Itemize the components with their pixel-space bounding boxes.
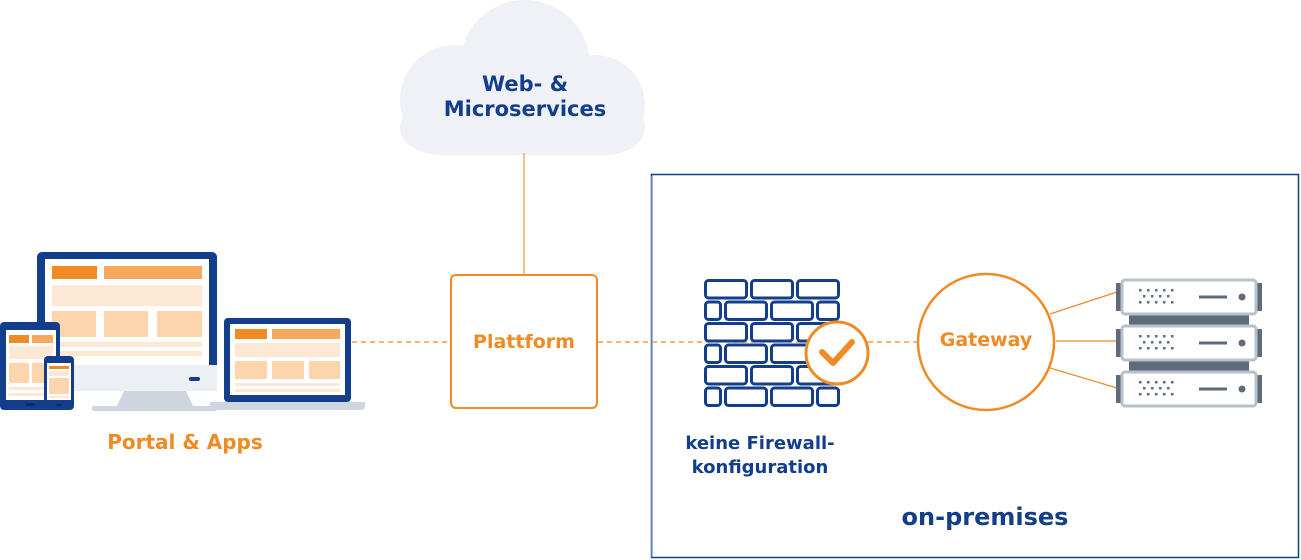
server-vent [1163, 393, 1166, 396]
server-unit [1120, 278, 1258, 316]
server-vent [1155, 289, 1158, 292]
brick [704, 343, 722, 364]
brick [724, 300, 768, 321]
platform-box [450, 274, 598, 409]
cloud-label-line1: Web- & [481, 72, 569, 96]
brick [816, 300, 840, 321]
server-unit [1120, 370, 1258, 408]
server-vent [1171, 347, 1174, 350]
firewall-label-line2: konfiguration [691, 457, 829, 478]
server-vent [1171, 289, 1174, 292]
server-vent [1139, 347, 1142, 350]
server-vent [1139, 289, 1142, 292]
server-vent [1163, 301, 1166, 304]
server-vent [1147, 393, 1150, 396]
server-vent [1171, 381, 1174, 384]
server-vent [1171, 301, 1174, 304]
server-vent [1147, 335, 1150, 338]
server-ear-right [1257, 375, 1262, 403]
checkmark-badge [804, 320, 870, 386]
brick [704, 322, 748, 343]
brick [704, 386, 722, 407]
server-vent [1139, 301, 1142, 304]
brick [770, 300, 814, 321]
brick [750, 365, 794, 386]
brick [816, 386, 840, 407]
server-unit [1120, 324, 1258, 362]
server-led [1238, 385, 1246, 393]
server-vent [1163, 347, 1166, 350]
brick [724, 343, 768, 364]
laptop-icon [210, 318, 365, 410]
server-vent [1147, 301, 1150, 304]
server-vent [1155, 393, 1158, 396]
server-vent [1151, 341, 1154, 344]
server-slot [1199, 295, 1227, 299]
server-vent [1159, 387, 1162, 390]
server-vent [1159, 341, 1162, 344]
server-slot [1199, 341, 1227, 345]
server-vent [1163, 335, 1166, 338]
brick [704, 300, 722, 321]
brick [724, 386, 768, 407]
server-vent [1147, 347, 1150, 350]
server-vent [1155, 381, 1158, 384]
server-ear-left [1116, 283, 1121, 311]
server-vent [1171, 335, 1174, 338]
server-vent [1155, 335, 1158, 338]
on-premises-label: on-premises [901, 503, 1069, 531]
platform-label: Plattform [473, 331, 575, 353]
server-ear-right [1257, 329, 1262, 357]
server-vent [1163, 289, 1166, 292]
phone-icon [44, 356, 74, 410]
server-vent [1171, 393, 1174, 396]
firewall-label-line1: keine Firewall- [685, 433, 835, 454]
server-vent [1155, 347, 1158, 350]
server-vent [1143, 295, 1146, 298]
server-vent [1167, 295, 1170, 298]
server-vent [1147, 381, 1150, 384]
server-vent [1139, 335, 1142, 338]
server-vent [1139, 381, 1142, 384]
brick [704, 279, 748, 300]
firewall-label: keine Firewall- konfiguration [655, 432, 865, 480]
server-vent [1155, 301, 1158, 304]
server-ear-left [1116, 375, 1121, 403]
cloud-label: Web- & Microservices [400, 72, 650, 122]
server-vent [1167, 341, 1170, 344]
gateway-circle [916, 272, 1056, 412]
server-vent [1159, 295, 1162, 298]
server-ear-left [1116, 329, 1121, 357]
brick [704, 365, 748, 386]
server-ear-right [1257, 283, 1262, 311]
server-vent [1167, 387, 1170, 390]
server-led [1238, 339, 1246, 347]
checkmark-icon [819, 339, 855, 366]
server-spacer [1129, 359, 1249, 373]
server-rack-icon [1116, 278, 1262, 408]
server-vent [1143, 387, 1146, 390]
server-vent [1151, 387, 1154, 390]
cloud-label-line2: Microservices [443, 97, 607, 121]
devices-label: Portal & Apps [107, 430, 263, 454]
brick [750, 279, 794, 300]
server-vent [1151, 295, 1154, 298]
cloud-shape [400, 0, 645, 155]
gateway-to-server-1-line [1049, 291, 1118, 315]
server-vent [1139, 393, 1142, 396]
gateway-to-server-3-line [1049, 367, 1118, 389]
brick [770, 386, 814, 407]
server-spacer [1129, 313, 1249, 327]
gateway-label: Gateway [939, 329, 1033, 351]
server-slot [1199, 387, 1227, 391]
server-vent [1147, 289, 1150, 292]
server-led [1238, 293, 1246, 301]
server-vent [1163, 381, 1166, 384]
server-vent [1143, 341, 1146, 344]
brick [750, 322, 794, 343]
brick [796, 279, 840, 300]
